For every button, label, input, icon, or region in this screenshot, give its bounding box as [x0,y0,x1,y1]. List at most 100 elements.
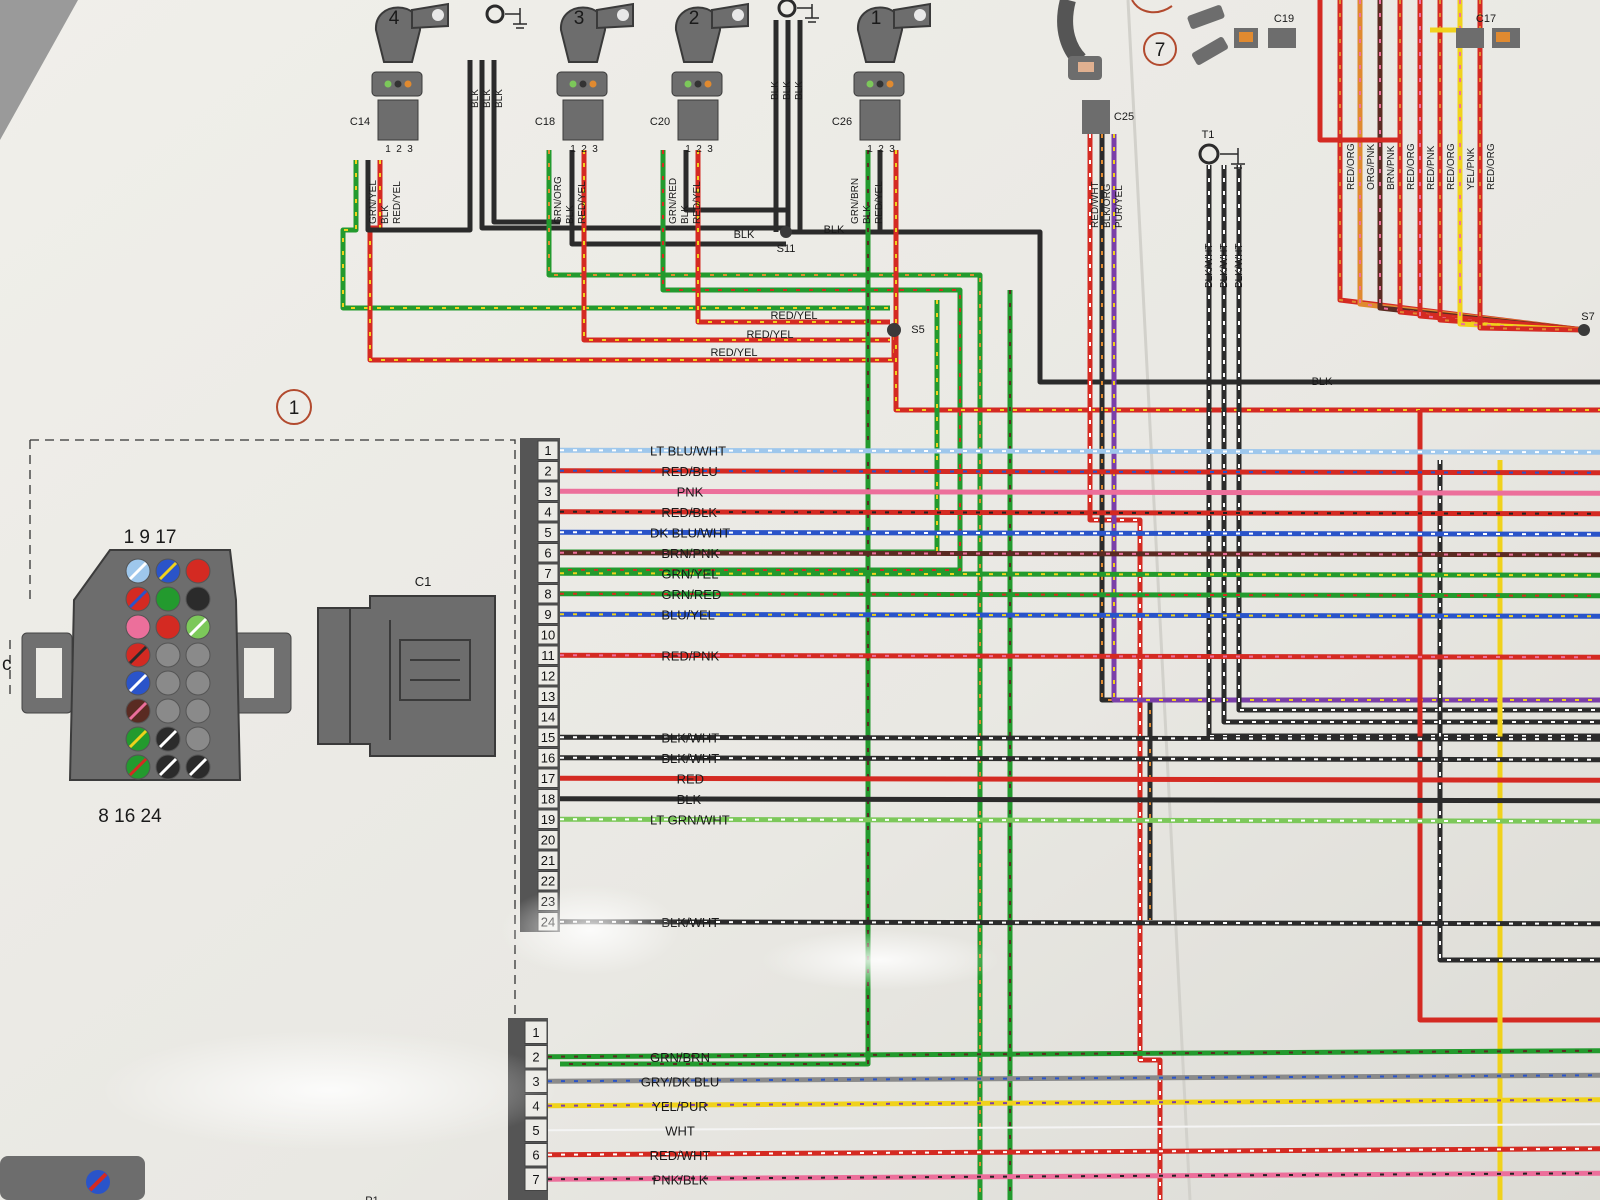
circle-7-number: 7 [1155,40,1166,61]
t1-wire-3: BLK/WHT [1234,244,1245,288]
circle-7 [1143,32,1177,66]
wire-coil3-blk [569,150,786,247]
c1-wire-24-stripe [559,920,1600,925]
wire-right-harness-5-stripe [1419,0,1585,331]
ground-bundle-label-5: BLK [782,81,793,100]
wire-gnd1-b [479,60,786,231]
right-harness-label: YEL/PNK [1466,147,1477,190]
c1-wire-17 [559,775,1600,783]
wire-c25-redwht-stripe [1089,134,1161,1200]
coil-pin-number: 2 [581,144,587,155]
coil-number: 4 [389,8,400,29]
c1-wire-label: RED [677,771,704,786]
ground-bundle-label-4: BLK [770,81,781,100]
lower-wire-6 [547,1146,1600,1158]
c25-wire-2: BLK/ORG [1102,183,1113,228]
ground-bundle-label-3: BLK [494,89,505,108]
coil-pin-number: 2 [396,144,402,155]
end-view-cavity [185,586,211,612]
c1-pin-20 [537,830,559,850]
circle-6-arc [1131,0,1173,14]
c19-label: C19 [1274,13,1294,25]
coil-mount-hole [617,9,629,21]
end-view-cavity-stripe [158,757,178,777]
lower-pin-number: 6 [532,1148,539,1163]
wire-s11-blk [786,229,1600,385]
ground-symbol-icon [797,4,819,23]
c1-pin-number: 9 [544,607,551,622]
end-view-cavity [185,698,211,724]
coil-wire-label: BLK [680,205,691,224]
end-view-cavity [185,726,211,752]
lower-wire-3 [547,1072,1600,1084]
end-view-cavity [155,642,181,668]
coil-mount-hole [914,9,926,21]
c1-pin-14 [537,707,559,727]
coil-plug [859,99,901,141]
coil-wire-label: RED/YEL [692,181,703,224]
c1-pin-number: 2 [544,464,551,479]
wire-coil2-blk [683,150,786,213]
c25-plug [1082,100,1110,134]
coil-connector-cavity [684,80,692,88]
c1-wire-label: BLU/YEL [661,607,714,622]
c1-wire-11-stripe [559,654,1600,659]
end-view-cavity-stripe [128,757,148,777]
end-view-bottom-numbers: 8 16 24 [98,806,162,827]
red-yel-label-1: RED/YEL [770,310,817,322]
wire-t1-b-stripe [1223,165,1600,723]
coil-connector-cavity [569,80,577,88]
coil-wire-label: GRN/RED [668,178,679,224]
c25-wire-3: PUR/YEL [1114,185,1125,228]
coil-wire-label: RED/YEL [392,181,403,224]
c1-pin-number: 8 [544,587,551,602]
coil-connector-cavity [589,80,597,88]
coil-pin-number: 3 [889,144,895,155]
c1-pin-number: 21 [541,853,555,868]
lower-pin-5 [524,1118,548,1142]
wire-gnd1-c [491,60,560,225]
coil-pin-number: 1 [685,144,691,155]
c1-wire-label: RED/PNK [661,648,719,663]
c1-pin-10 [537,625,559,645]
c1-pin-19 [537,809,559,829]
c1-pin-17 [537,768,559,788]
coil-body [856,6,904,63]
end-view-left-slot [36,648,62,698]
lower-wire-label: GRN/BRN [650,1050,710,1065]
photo-glare-1 [100,1030,560,1150]
terminal-t1: T1 BLK/WHT BLK/WHT BLK/WHT [1198,129,1245,288]
c1-side-body [317,595,496,757]
wire-right-harness-1-stripe [1339,0,1585,331]
red-yel-label-2: RED/YEL [746,329,793,341]
c1-wire-1-stripe [559,449,1600,454]
coil-connector-label: C26 [832,116,852,128]
coil-connector-cavity [579,80,587,88]
end-view-cavity [155,698,181,724]
splice-s5 [887,323,901,337]
coil-connector-label: C18 [535,116,555,128]
coil-wire-label: GRN/ORG [553,176,564,224]
c1-wire-label: GRN/RED [661,587,721,602]
c1-pin-3 [537,481,559,501]
coil-plug [677,99,719,141]
wire-coil4-blk [365,60,473,233]
c1-pin-number: 6 [544,546,551,561]
c1-pin-12 [537,666,559,686]
c1-pin-number: 19 [541,812,555,827]
lower-wire-label: RED/WHT [650,1148,711,1163]
c1-pin-number: 12 [541,669,555,684]
p1-body [0,1156,145,1200]
coil-number: 3 [574,8,585,29]
c1-side-view: C1 [317,574,496,757]
ground-ring-icon [777,0,797,18]
lower-wire-label: WHT [665,1123,695,1138]
coil-pin-number: 2 [878,144,884,155]
c1-pin-18 [537,789,559,809]
